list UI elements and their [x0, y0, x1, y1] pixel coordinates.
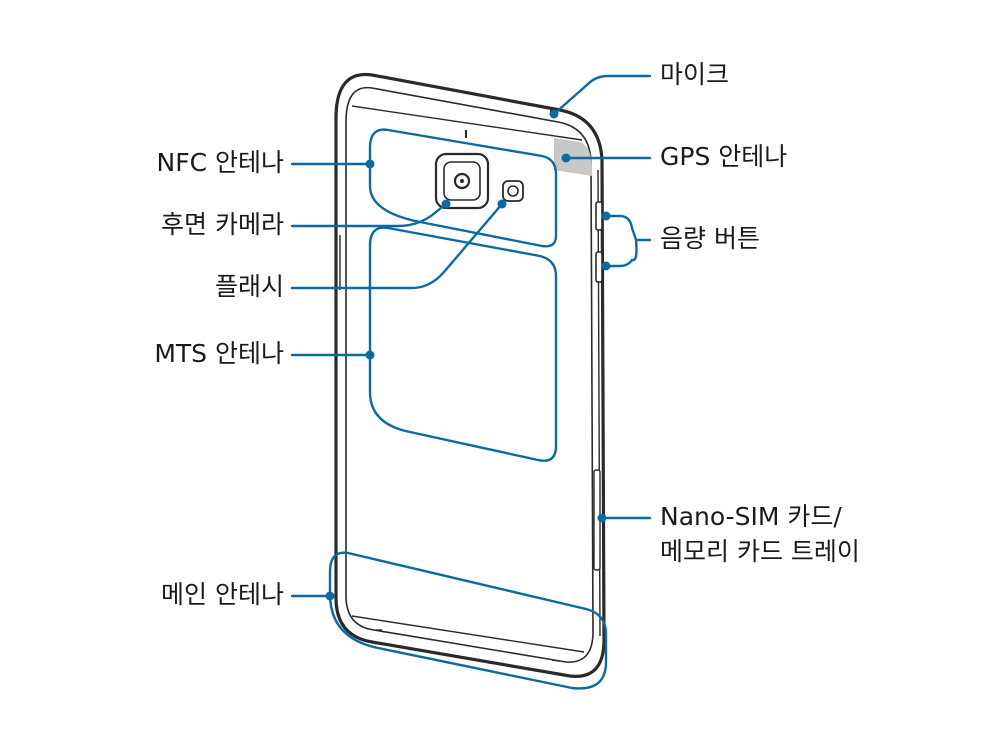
phone-inner-frame — [345, 86, 594, 663]
volume-down-leader-dot — [601, 261, 611, 271]
sim-leader-dot — [597, 513, 607, 523]
rear-camera-label: 후면 카메라 — [161, 210, 284, 239]
volume-buttons-label: 음량 버튼 — [660, 224, 760, 253]
nfc-antenna-label: NFC 안테나 — [156, 148, 284, 177]
camera-leader-line — [290, 202, 448, 228]
camera-leader-dot — [441, 199, 451, 209]
microphone-label: 마이크 — [660, 60, 730, 89]
camera-lens-icon — [453, 172, 471, 190]
flash-housing — [502, 180, 524, 202]
phone-bottom-edge — [351, 615, 585, 653]
main-antenna-label: 메인 안테나 — [161, 580, 284, 609]
volume-down-button — [595, 251, 603, 283]
mic-leader-line — [552, 74, 652, 116]
flash-leader-dot — [497, 199, 507, 209]
mic-leader-dot — [549, 109, 559, 119]
nfc-antenna-zone — [368, 128, 558, 248]
phone-outer-frame — [334, 72, 606, 678]
gps-antenna-label: GPS 안테나 — [660, 142, 788, 171]
camera-lens-center — [460, 179, 464, 183]
phone-bottom-mark — [376, 629, 561, 662]
volume-leader-bracket — [604, 214, 652, 268]
volume-up-leader-dot — [601, 211, 611, 221]
gps-leader-dot — [561, 153, 571, 163]
main-antenna-leader-dot — [325, 591, 335, 601]
mts-leader-dot — [365, 350, 375, 360]
sim-tray-label-line1: Nano-SIM 카드/ — [660, 502, 842, 531]
mts-antenna-label: MTS 안테나 — [154, 339, 284, 368]
flash-leader-line — [290, 202, 504, 290]
sim-tray-label-line2: 메모리 카드 트레이 — [660, 537, 860, 566]
volume-up-button — [595, 201, 603, 231]
mts-antenna-zone — [368, 226, 558, 462]
flash-label: 플래시 — [214, 272, 284, 301]
nfc-leader-dot — [365, 159, 375, 169]
main-antenna-zone — [328, 551, 608, 690]
flash-icon — [507, 185, 519, 197]
phone-top-edge — [351, 105, 583, 141]
